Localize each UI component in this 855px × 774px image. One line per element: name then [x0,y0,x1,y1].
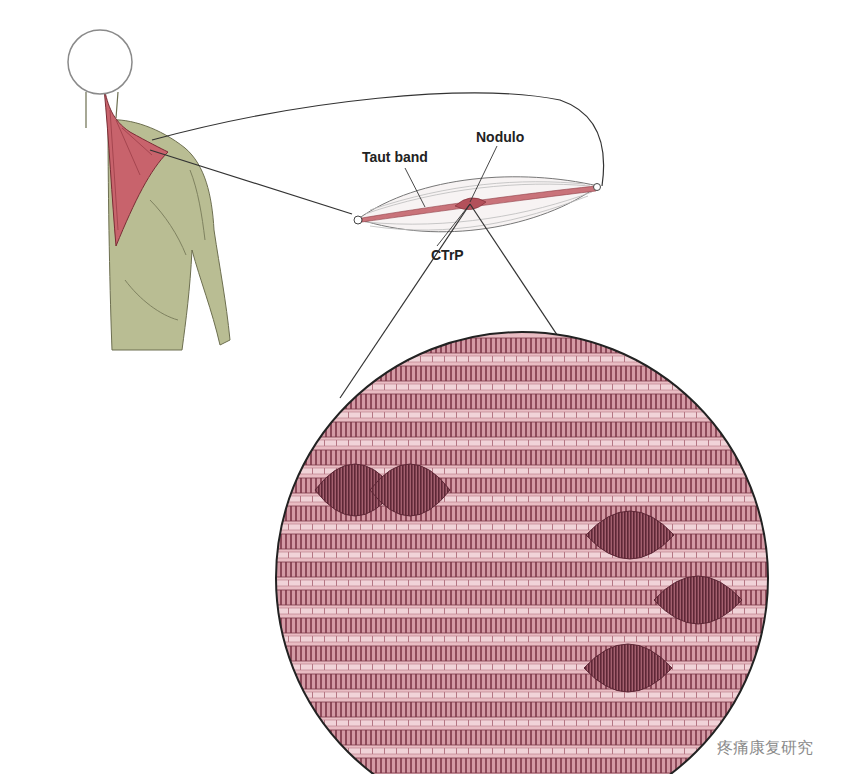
fiber-tubule [270,692,780,698]
fiber-band [270,674,780,689]
contraction-knot [654,576,742,624]
fiber-band [270,758,780,773]
part-label: CTrP [431,248,464,263]
fiber-tubule [270,440,780,446]
fiber-tubule [270,720,780,726]
magnified-border [276,332,768,774]
contraction-knot [586,511,674,559]
fiber-band [270,562,780,577]
fiber-band [270,366,780,381]
fiber-band [270,534,780,549]
fiber-tubule [270,524,780,530]
fiber-tubule [270,552,780,558]
fiber-band [270,646,780,661]
myofibrils [270,338,780,774]
watermark: 疼痛康复研究 [714,738,816,758]
fiber-band [270,450,780,465]
fiber-tubule [270,664,780,670]
human-figure [68,30,230,350]
part-label: Taut band [362,150,428,165]
fiber-band [270,338,780,353]
contraction-knot [370,464,450,516]
fiber-band [270,422,780,437]
fiber-tubule [270,636,780,642]
fiber-tubule [270,384,780,390]
contraction-knot [584,644,672,692]
fiber-tubule [270,356,780,362]
fiber-band [270,702,780,717]
muscle-spindle [354,177,601,232]
part-label: Nodulo [476,130,524,145]
